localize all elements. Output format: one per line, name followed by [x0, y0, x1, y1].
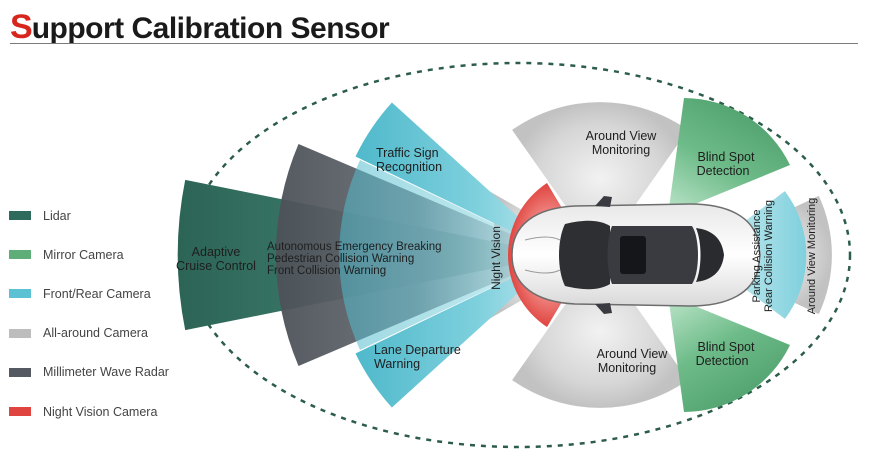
- acc-label-line1: Adaptive: [192, 245, 241, 259]
- legend-item-lidar: Lidar: [9, 196, 169, 235]
- legend-swatch-mirror-camera: [9, 250, 31, 260]
- mirror-camera-zone-bottom: [668, 295, 790, 412]
- legend: Lidar Mirror Camera Front/Rear Camera Al…: [9, 196, 169, 431]
- avm-rear-label: Around View Monitoring: [806, 198, 818, 315]
- legend-label-mirror-camera: Mirror Camera: [43, 247, 124, 262]
- aeb-label-line3: Front Collision Warning: [267, 265, 386, 277]
- legend-label-night-vision-camera: Night Vision Camera: [43, 404, 158, 419]
- legend-swatch-front-rear-camera: [9, 289, 31, 299]
- avm-bottom-label-line2: Monitoring: [598, 361, 656, 375]
- car-windshield: [559, 220, 610, 290]
- front-camera-zone-bottom: [355, 255, 560, 408]
- aeb-label-line1: Autonomous Emergency Breaking: [267, 241, 442, 253]
- legend-item-front-rear-camera: Front/Rear Camera: [9, 274, 169, 313]
- front-camera-zone-top: [355, 102, 560, 255]
- title-initial: S: [10, 8, 33, 46]
- avm-top-label-line1: Around View: [586, 129, 658, 143]
- legend-label-front-rear-camera: Front/Rear Camera: [43, 286, 151, 301]
- legend-item-mirror-camera: Mirror Camera: [9, 235, 169, 274]
- car-sunroof: [620, 236, 646, 274]
- car-hood-line: [524, 236, 561, 241]
- ldw-label-line1: Lane Departure: [374, 343, 461, 357]
- mirror-camera-zone-top: [668, 98, 790, 215]
- legend-label-lidar: Lidar: [43, 208, 71, 223]
- legend-item-night-vision-camera: Night Vision Camera: [9, 392, 169, 431]
- bsd-bottom-label-line1: Blind Spot: [698, 340, 756, 354]
- legend-swatch-lidar: [9, 211, 31, 221]
- avm-top-label-line2: Monitoring: [592, 143, 650, 157]
- night-vision-label: Night Vision: [489, 226, 503, 290]
- legend-swatch-night-vision-camera: [9, 407, 31, 417]
- aeb-label-line2: Pedestrian Collision Warning: [267, 253, 414, 265]
- bsd-top-label-line1: Blind Spot: [698, 150, 756, 164]
- around-view-zone-top: [512, 102, 688, 255]
- front-camera-zone-center: [339, 160, 560, 350]
- legend-label-millimeter-wave-radar: Millimeter Wave Radar: [43, 365, 169, 380]
- bsd-bottom-label-line2: Detection: [696, 354, 749, 368]
- tsr-label-line1: Traffic Sign: [376, 146, 439, 160]
- car-mirror-top: [595, 196, 612, 207]
- title-divider: [10, 43, 858, 44]
- around-view-zone-bottom: [512, 255, 688, 408]
- legend-item-millimeter-wave-radar: Millimeter Wave Radar: [9, 353, 169, 392]
- ldw-label-line2: Warning: [374, 357, 420, 371]
- car-hood-line-lower: [524, 269, 561, 274]
- bsd-top-label-line2: Detection: [697, 164, 750, 178]
- acc-label-line2: Cruise Control: [176, 259, 256, 273]
- legend-swatch-millimeter-wave-radar: [9, 367, 31, 377]
- car-mirror-bottom: [595, 303, 612, 314]
- car-rear-window: [696, 228, 724, 282]
- parking-label-line1: Parking Assistance: [751, 210, 763, 303]
- tsr-label-line2: Recognition: [376, 160, 442, 174]
- legend-item-all-around-camera: All-around Camera: [9, 314, 169, 353]
- car-image: [511, 196, 761, 314]
- parking-label-line2: Rear Collision Warning: [763, 200, 775, 312]
- title-text: upport Calibration Sensor: [31, 12, 390, 45]
- legend-swatch-all-around-camera: [9, 328, 31, 338]
- avm-bottom-label-line1: Around View: [597, 347, 669, 361]
- legend-label-all-around-camera: All-around Camera: [43, 326, 148, 341]
